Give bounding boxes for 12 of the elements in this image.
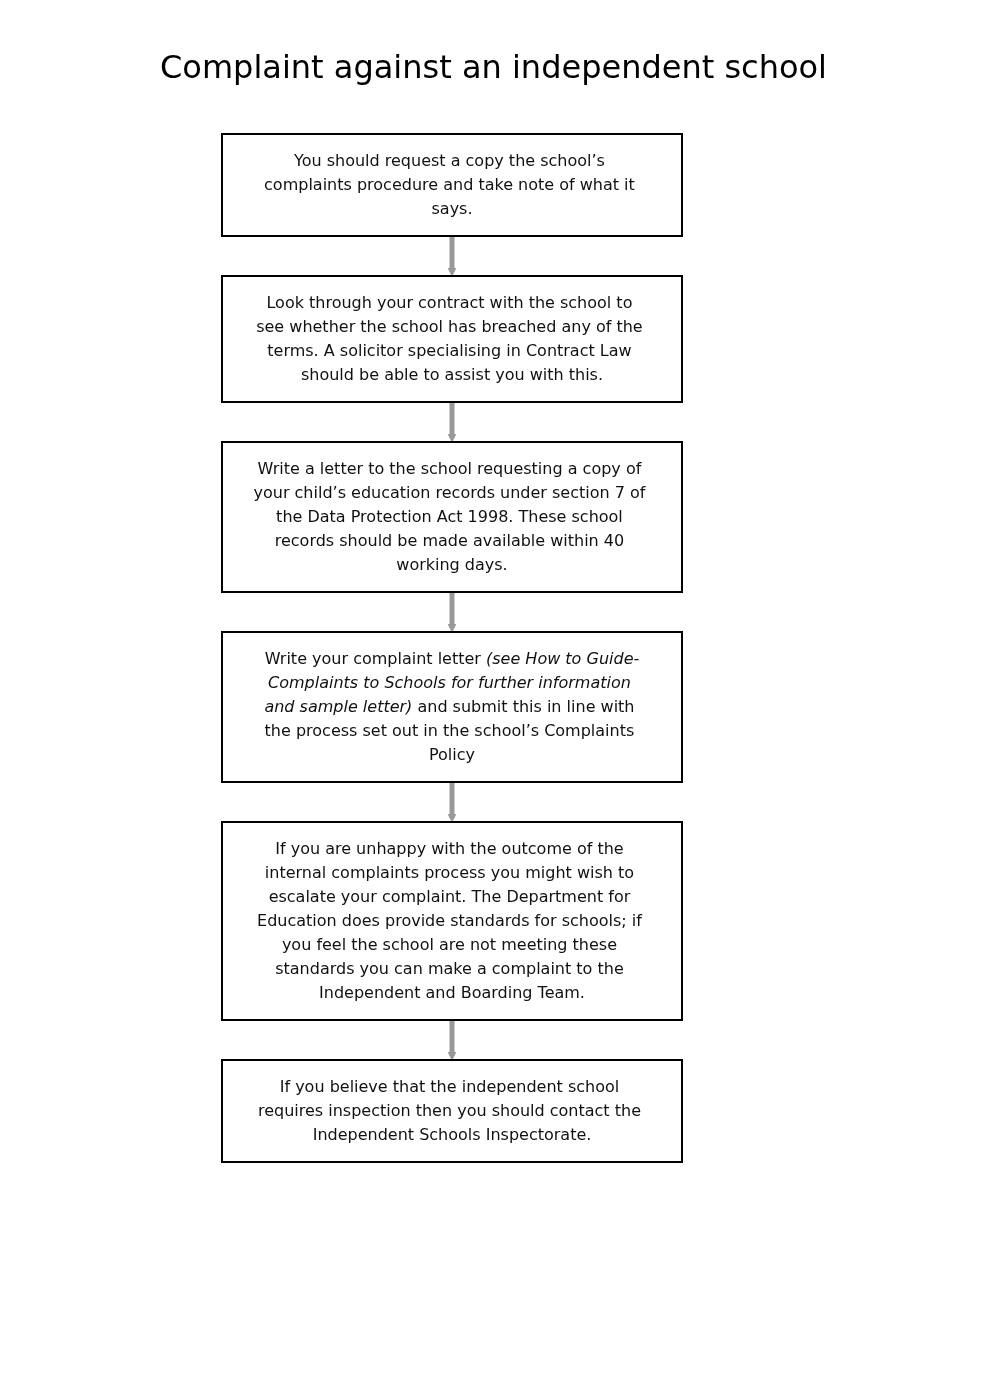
node-box: You should request a copy the school’s complaints procedure and take note of what it says.	[220, 133, 683, 237]
arrow	[447, 782, 456, 823]
arrow	[447, 592, 456, 633]
arrow	[447, 236, 456, 277]
node-box: If you are unhappy with the outcome of the internal complaints process you might wish to escalate your complaint. The Department for Education does provide standards for schools; if you feel the school are not meeting these standards you can make a complaint to the Independent and Boarding Team.	[220, 821, 683, 1021]
arrow	[447, 1020, 456, 1061]
node-box: Write your complaint letter (see How to Guide-Complaints to Schools for further information and sample letter) and submit this in line with the process set out in the school’s Complaints Policy	[220, 631, 683, 783]
node-box: If you believe that the independent school requires inspection then you should contact the Independent Schools Inspectorate.	[220, 1059, 683, 1163]
node-box: Look through your contract with the school to see whether the school has breached any of the terms. A solicitor specialising in Contract Law should be able to assist you with this.	[220, 275, 683, 403]
diagram-title: Complaint against an independent school	[159, 48, 828, 86]
arrow	[447, 402, 456, 443]
node-box: Write a letter to the school requesting a copy of your child’s education records under section 7 of the Data Protection Act 1998. These school records should be made available within 40 working days.	[220, 441, 683, 593]
